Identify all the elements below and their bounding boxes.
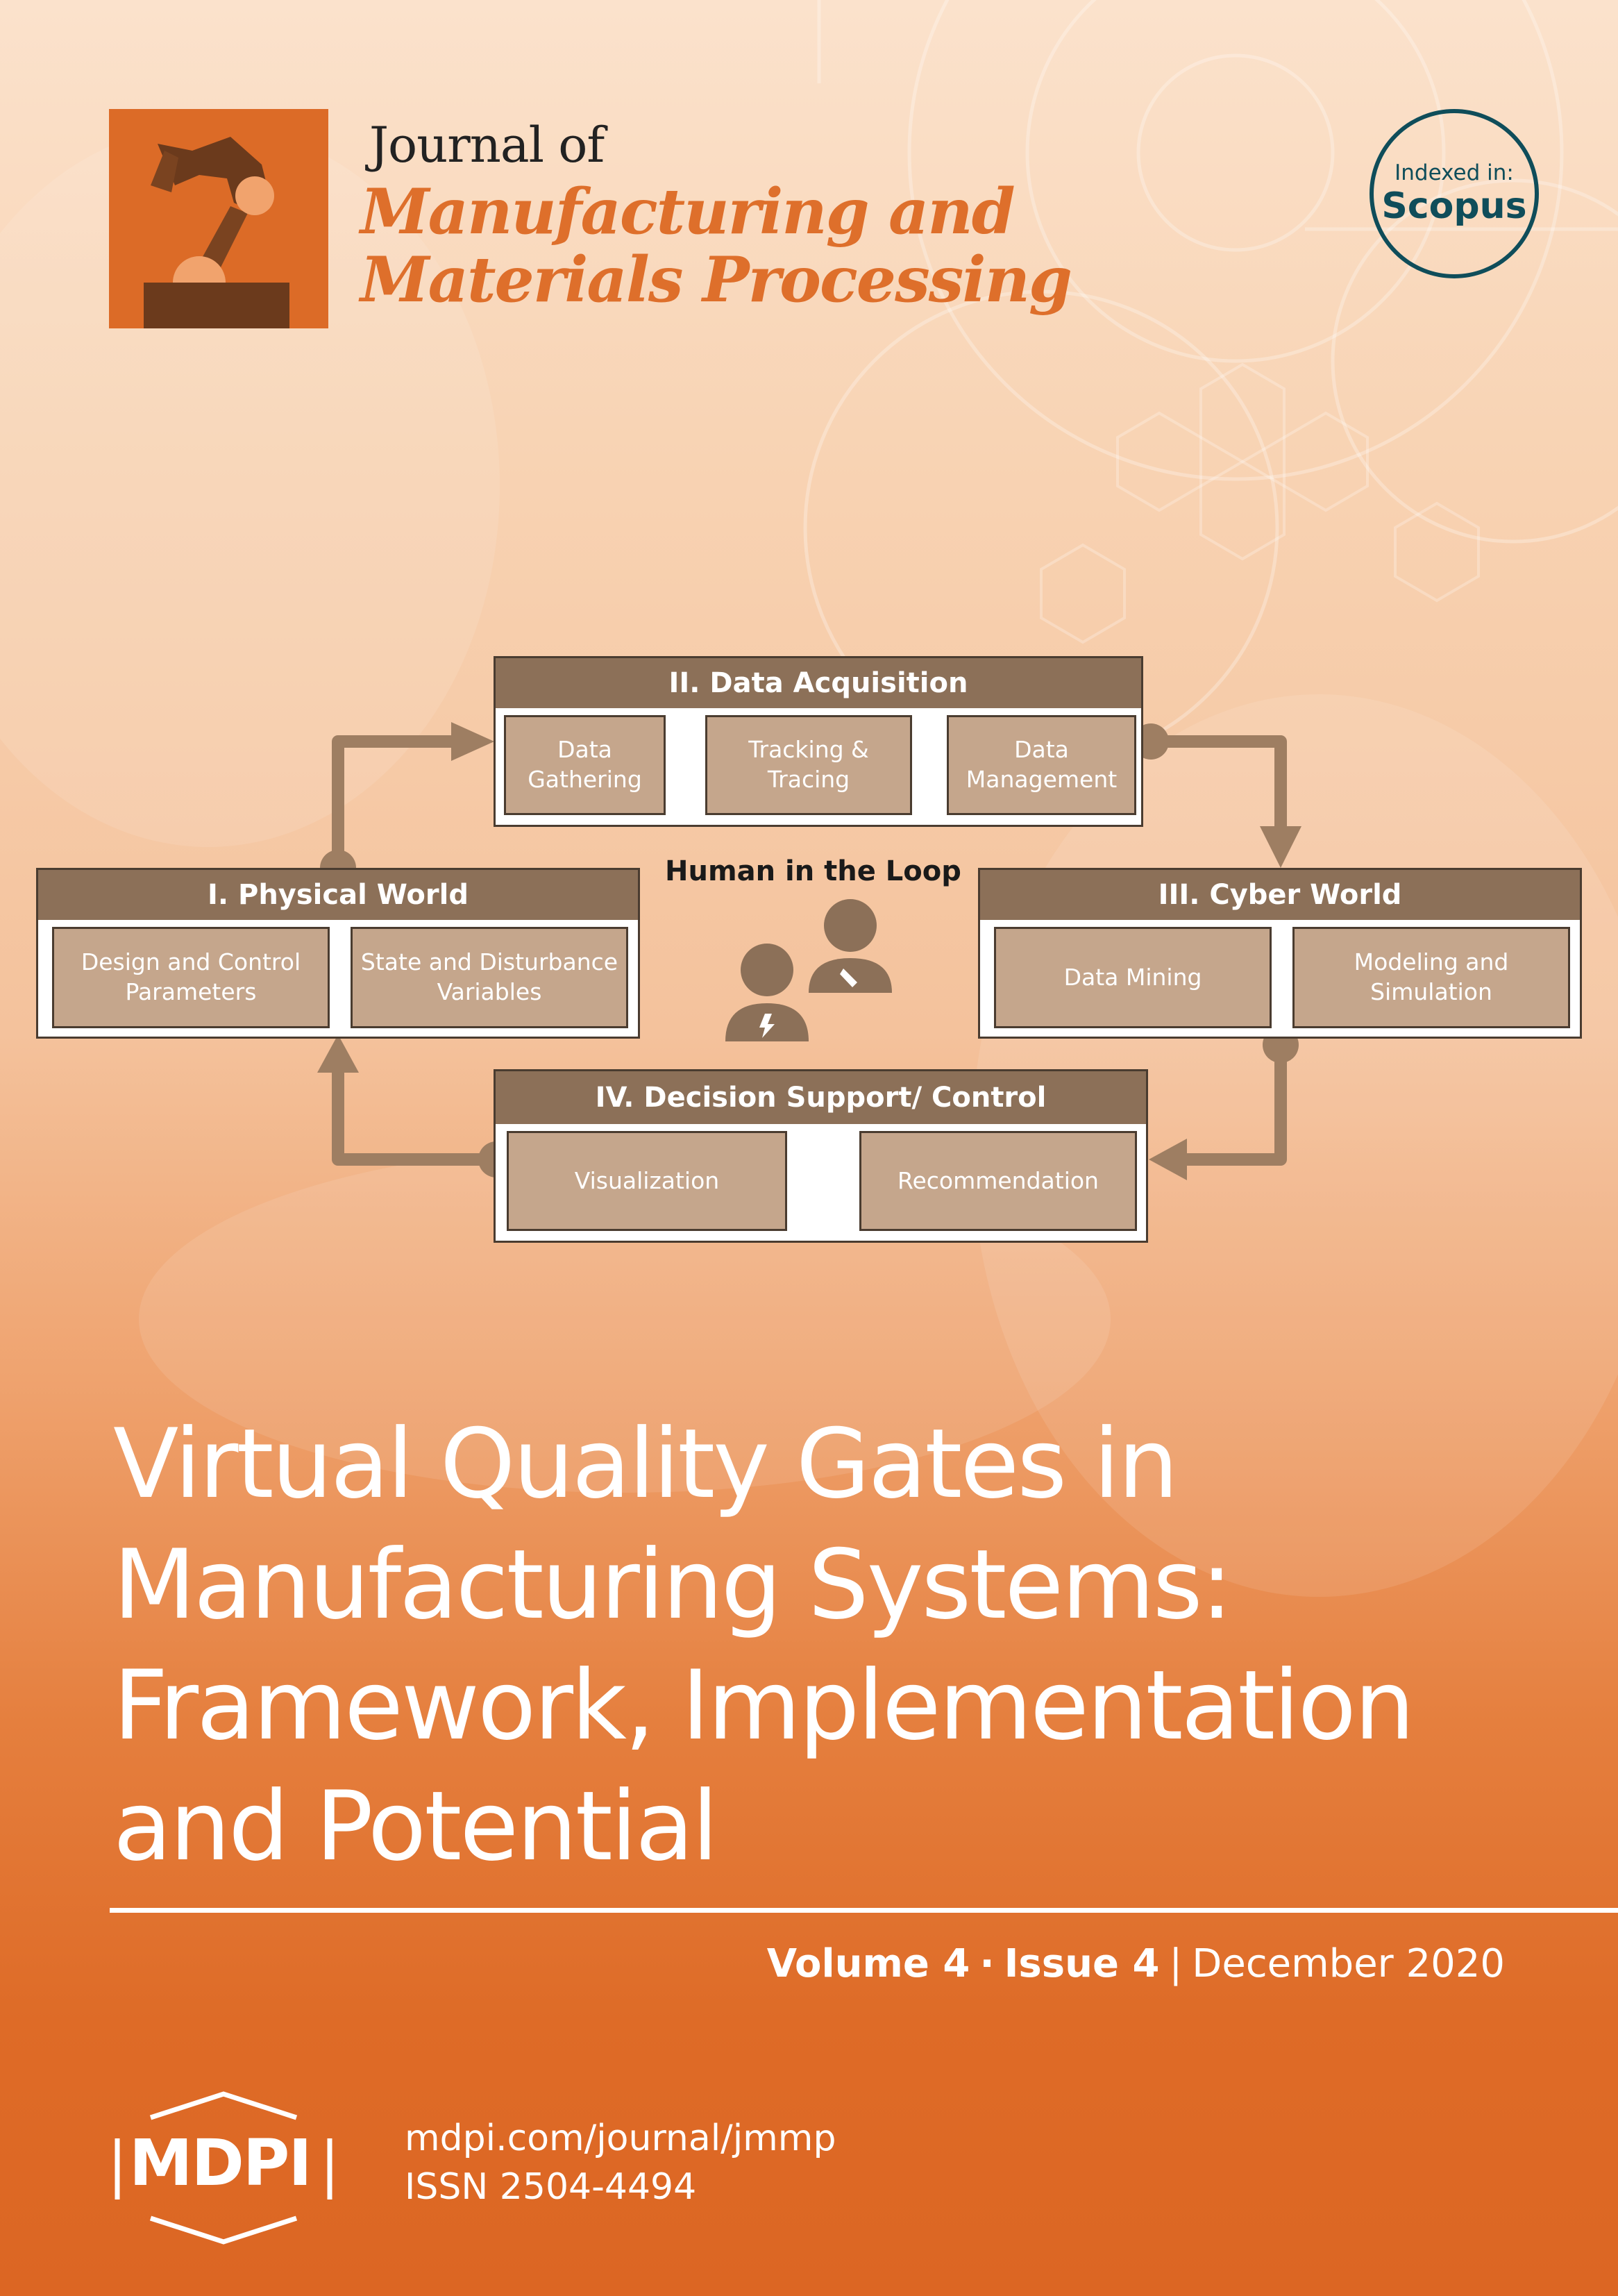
- issue-date: December 2020: [1192, 1941, 1505, 1986]
- journal-name-line-1: Manufacturing and: [360, 175, 1016, 249]
- issue-label: Issue 4: [1004, 1941, 1160, 1986]
- dot-separator: ·: [979, 1941, 995, 1986]
- box-label: Modeling and Simulation: [1354, 948, 1509, 1005]
- human-in-the-loop-label: Human in the Loop: [665, 855, 961, 887]
- index-name: Scopus: [1381, 185, 1527, 227]
- box-data-gathering: Data Gathering: [504, 715, 666, 815]
- box-label: Recommendation: [898, 1166, 1099, 1194]
- panel-title: II. Data Acquisition: [496, 658, 1141, 708]
- hexagon-outline-icon: [115, 2091, 332, 2245]
- human-operators-icon: [725, 899, 892, 1041]
- box-state-disturbance-variables: State and Disturbance Variables: [351, 927, 628, 1028]
- volume-label: Volume 4: [766, 1941, 970, 1986]
- journal-url[interactable]: mdpi.com/journal/jmmp: [405, 2118, 836, 2159]
- publisher-name: MDPI: [129, 2126, 312, 2200]
- issn-number: ISSN 2504-4494: [405, 2166, 697, 2208]
- box-modeling-simulation: Modeling and Simulation: [1292, 927, 1570, 1028]
- box-label: Data Mining: [1063, 963, 1202, 991]
- mdpi-logo: [109, 2090, 338, 2246]
- box-recommendation: Recommendation: [859, 1131, 1137, 1231]
- issue-info: Volume 4·Issue 4|December 2020: [767, 1941, 1505, 1986]
- box-design-control-parameters: Design and Control Parameters: [52, 927, 330, 1028]
- panel-title: I. Physical World: [38, 870, 638, 920]
- robot-arm-icon: [109, 109, 328, 328]
- journal-name-line-2: Materials Processing: [360, 243, 1072, 317]
- box-label: Tracking & Tracing: [748, 736, 869, 793]
- indexed-label: Indexed in:: [1394, 160, 1514, 185]
- article-title-line-2: Manufacturing Systems:: [113, 1529, 1233, 1641]
- box-data-management: Data Management: [947, 715, 1136, 815]
- box-label: Data Management: [966, 736, 1118, 793]
- box-label: Design and Control Parameters: [81, 948, 301, 1005]
- panel-physical-world: I. Physical World Design and Control Par…: [36, 868, 640, 1039]
- box-label: Data Gathering: [528, 736, 642, 793]
- box-data-mining: Data Mining: [994, 927, 1272, 1028]
- panel-title: III. Cyber World: [980, 870, 1580, 920]
- article-title-line-1: Virtual Quality Gates in: [113, 1408, 1179, 1520]
- journal-logo: [109, 109, 328, 328]
- scopus-badge: Indexed in: Scopus: [1370, 109, 1539, 278]
- panel-title: IV. Decision Support/ Control: [496, 1071, 1146, 1124]
- box-tracking-tracing: Tracking & Tracing: [705, 715, 912, 815]
- panel-data-acquisition: II. Data Acquisition Data Gathering Trac…: [494, 656, 1143, 827]
- box-visualization: Visualization: [507, 1131, 787, 1231]
- article-title-line-4: and Potential: [113, 1770, 718, 1882]
- box-label: State and Disturbance Variables: [360, 948, 618, 1005]
- panel-cyber-world: III. Cyber World Data Mining Modeling an…: [978, 868, 1582, 1039]
- panel-decision-support: IV. Decision Support/ Control Visualizat…: [494, 1069, 1148, 1243]
- pipe-separator: |: [1169, 1941, 1183, 1986]
- journal-prefix: Journal of: [369, 117, 605, 174]
- divider-rule: [110, 1908, 1618, 1913]
- box-label: Visualization: [574, 1166, 720, 1194]
- article-title-line-3: Framework, Implementation: [113, 1650, 1415, 1761]
